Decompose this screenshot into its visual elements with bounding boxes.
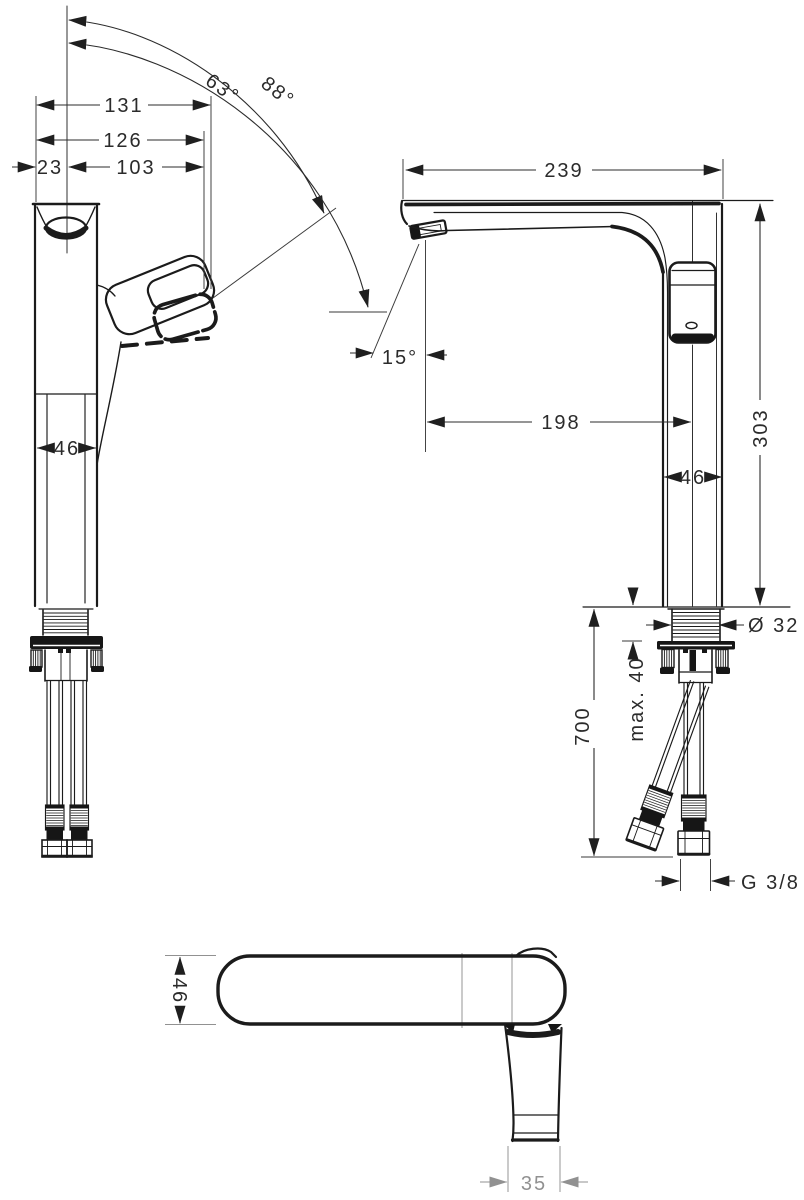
dim-deck-thickness: max. 40 (622, 587, 648, 742)
dim-spout-reach: 198 (426, 412, 692, 434)
front-body-fairing (96, 341, 122, 466)
side-hose-straight (677, 682, 711, 856)
dim-connection-thread: G 3/8 (655, 859, 800, 894)
angle-63-label: 63° (201, 70, 243, 109)
dim-offset-label: 23 (37, 157, 63, 179)
dim-center-to-handle: 103 (68, 157, 204, 179)
dim-width-total-label: 131 (104, 95, 143, 117)
side-view: 239 303 15° 198 46 (350, 159, 800, 894)
front-supply-hoses (41, 680, 93, 858)
top-dimensions: 46 35 (165, 955, 588, 1195)
dim-hose-length: 700 (572, 608, 673, 858)
side-spout-inner-edge (433, 211, 669, 607)
top-section-lines (461, 953, 513, 1028)
dim-width-handle-label: 126 (103, 130, 142, 152)
dim-height-total-label: 303 (750, 408, 772, 447)
side-spout-underside (408, 225, 615, 232)
dim-width-total: 131 (36, 95, 211, 117)
front-hose-braid-right (69, 804, 90, 831)
side-elbow (610, 224, 665, 274)
dim-offset: 23 (12, 157, 63, 179)
side-spout-tip (400, 199, 409, 226)
front-hose-braid-left (44, 804, 65, 831)
dim-center-to-handle-label: 103 (116, 157, 155, 179)
dim-spray-angle-label: 15° (382, 347, 418, 369)
top-handle (503, 1022, 563, 1143)
front-hose-nut-right (66, 839, 93, 858)
side-aerator (409, 219, 448, 240)
dim-body-width-front-label: 46 (54, 438, 80, 460)
side-spout-top-band (404, 201, 721, 207)
dim-spray-angle: 15° (350, 240, 447, 452)
top-handle-tip-bump (514, 947, 558, 959)
front-mounting-set (29, 608, 104, 682)
top-body-outline (216, 954, 567, 1026)
dim-depth-total: 239 (405, 160, 722, 182)
dim-body-width-top-label: 46 (168, 978, 190, 1004)
arc-88 (68, 38, 370, 308)
side-handle-dot (685, 321, 698, 330)
dim-connection-thread-label: G 3/8 (741, 872, 800, 894)
dim-body-depth-label: 46 (680, 467, 706, 489)
dim-body-depth: 46 (663, 467, 723, 489)
front-handle (104, 254, 218, 348)
dim-height-total: 303 (750, 203, 772, 606)
dim-spout-reach-label: 198 (541, 412, 580, 434)
dim-body-width-top: 46 (168, 956, 190, 1024)
front-base-plate (30, 636, 103, 649)
top-view: 46 35 (165, 947, 588, 1195)
side-dimensions: 239 303 15° 198 46 (350, 159, 800, 894)
dim-depth-total-label: 239 (544, 160, 583, 182)
angle-88-label: 88° (257, 72, 299, 112)
dim-hose-length-label: 700 (572, 706, 594, 745)
front-hose-nut-left (41, 839, 68, 858)
dim-width-handle: 126 (36, 130, 204, 152)
front-spout-outlet-shadow (43, 225, 89, 238)
dim-shank-diameter-label: Ø 32 (748, 615, 799, 637)
handle-swing-radial-line (212, 207, 337, 299)
dim-handle-width-top-label: 35 (521, 1173, 547, 1195)
front-view: 131 126 23 103 46 (12, 5, 387, 858)
dim-shank-diameter: Ø 32 (646, 615, 799, 637)
side-mounting-set (657, 608, 735, 684)
side-handle (668, 261, 717, 344)
dim-handle-width-top: 35 (480, 1146, 588, 1195)
dim-deck-thickness-label: max. 40 (626, 656, 648, 741)
dim-body-width-front: 46 (36, 438, 97, 460)
